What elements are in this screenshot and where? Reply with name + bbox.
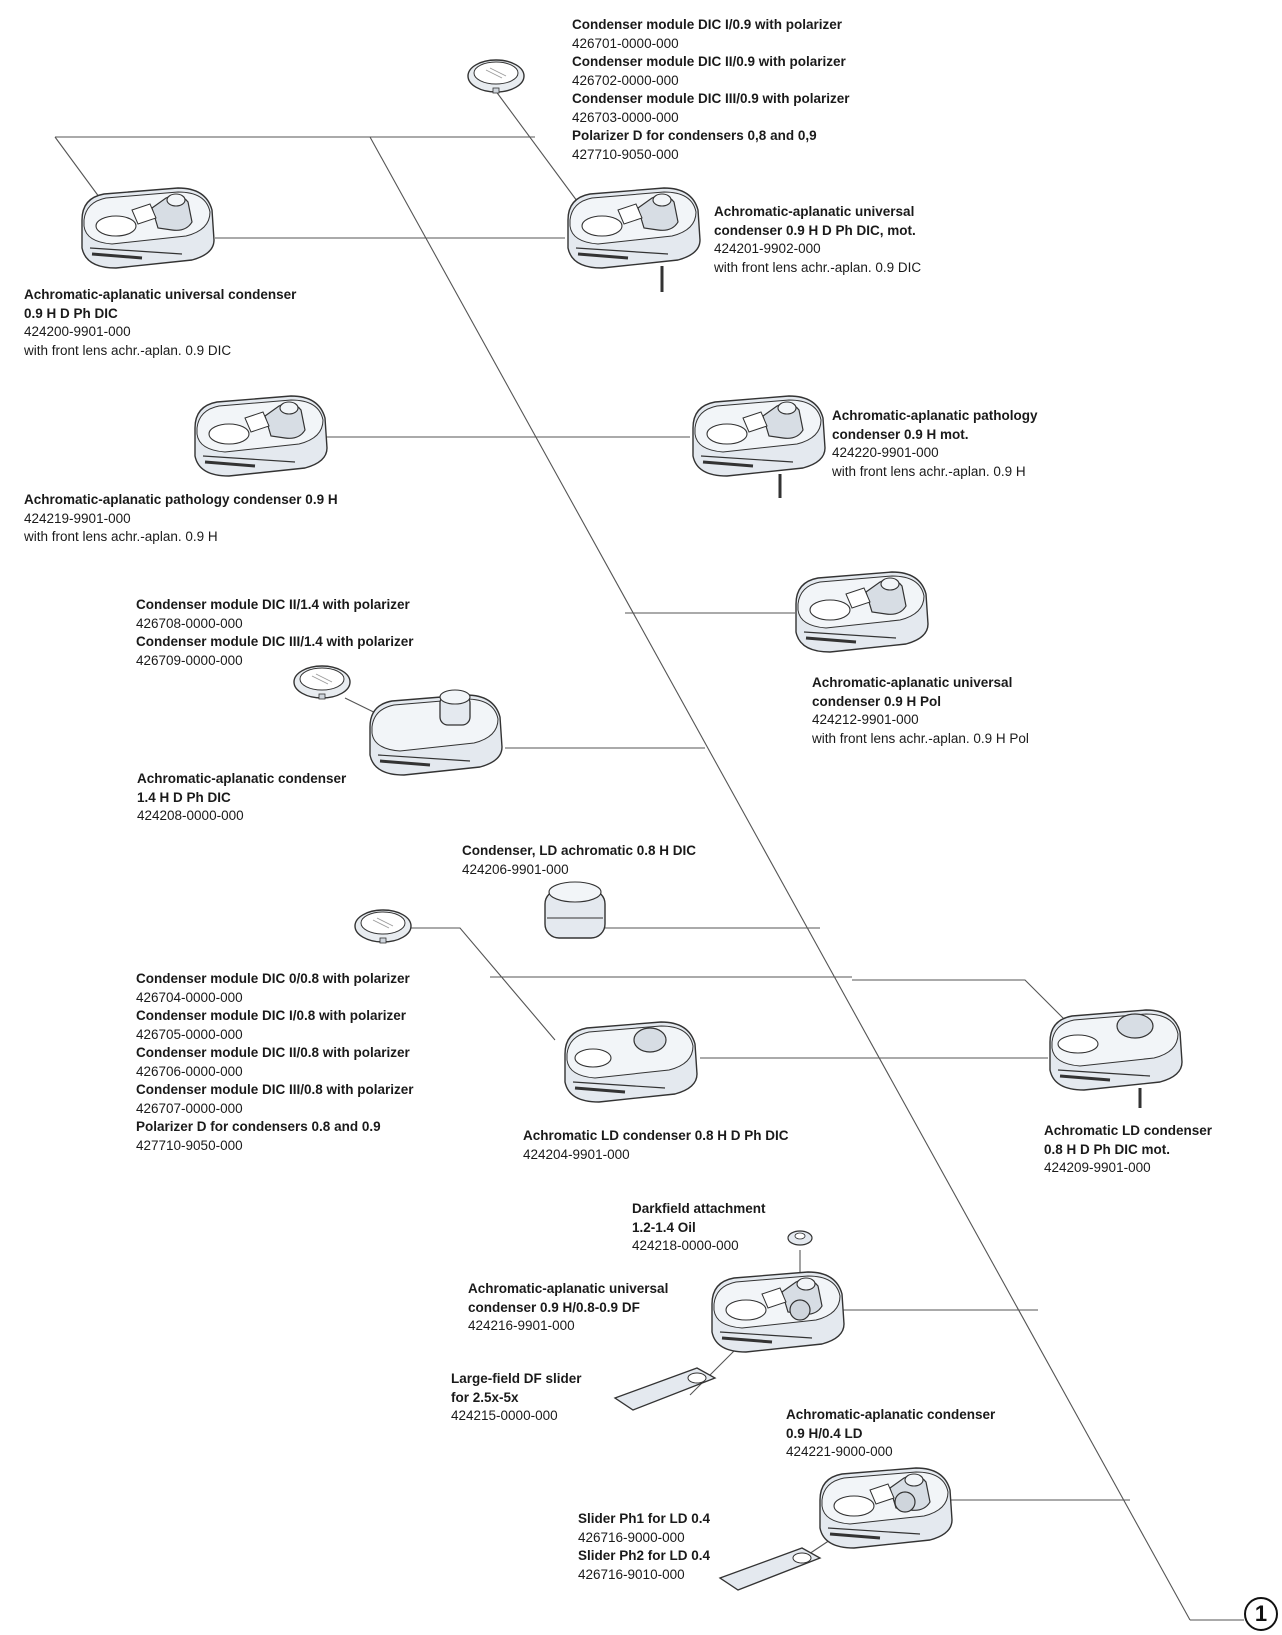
cond-14-image — [368, 689, 504, 777]
label-dic-modules-09: Condenser module DIC I/0.9 with polarize… — [572, 17, 850, 162]
label-dic-modules-08: Condenser module DIC 0/0.8 with polarize… — [136, 971, 414, 1153]
df-slider-connector-line — [689, 1349, 736, 1396]
darkfield-attachment-image — [787, 1230, 813, 1246]
callout-number: 1 — [1244, 1597, 1278, 1631]
univ-pol-condenser-image — [796, 572, 928, 652]
path-condenser-image — [195, 396, 327, 476]
label-dic-modules-14: Condenser module DIC II/1.4 with polariz… — [136, 597, 414, 668]
ph-slider-image — [719, 1547, 821, 1591]
ld-dic-condenser-image — [563, 1020, 699, 1104]
univ-condenser-image — [82, 188, 214, 268]
univ-connector-line — [54, 136, 106, 206]
label-path: Achromatic-aplanatic pathology condenser… — [24, 492, 338, 544]
main-diagonal-line — [369, 136, 1191, 1621]
ld-08-image — [544, 881, 606, 939]
univ-mot-condenser-image — [568, 188, 700, 292]
disc-module-14-image — [293, 665, 351, 700]
univ-df-condenser-image — [712, 1272, 844, 1352]
ld04-condenser-image — [820, 1468, 952, 1548]
disc-module-09-image — [467, 59, 525, 94]
path-mot-condenser-image — [693, 396, 825, 498]
df-slider-image — [614, 1367, 716, 1411]
module08-connector-line — [410, 927, 556, 1041]
disc-module-08-image — [354, 909, 412, 944]
module-connector-line — [494, 89, 581, 206]
ld-mot-connector-line — [852, 979, 1086, 1041]
ld-mot-condenser-image — [1048, 1008, 1184, 1108]
label-univ: Achromatic-aplanatic universal condenser… — [24, 287, 297, 358]
